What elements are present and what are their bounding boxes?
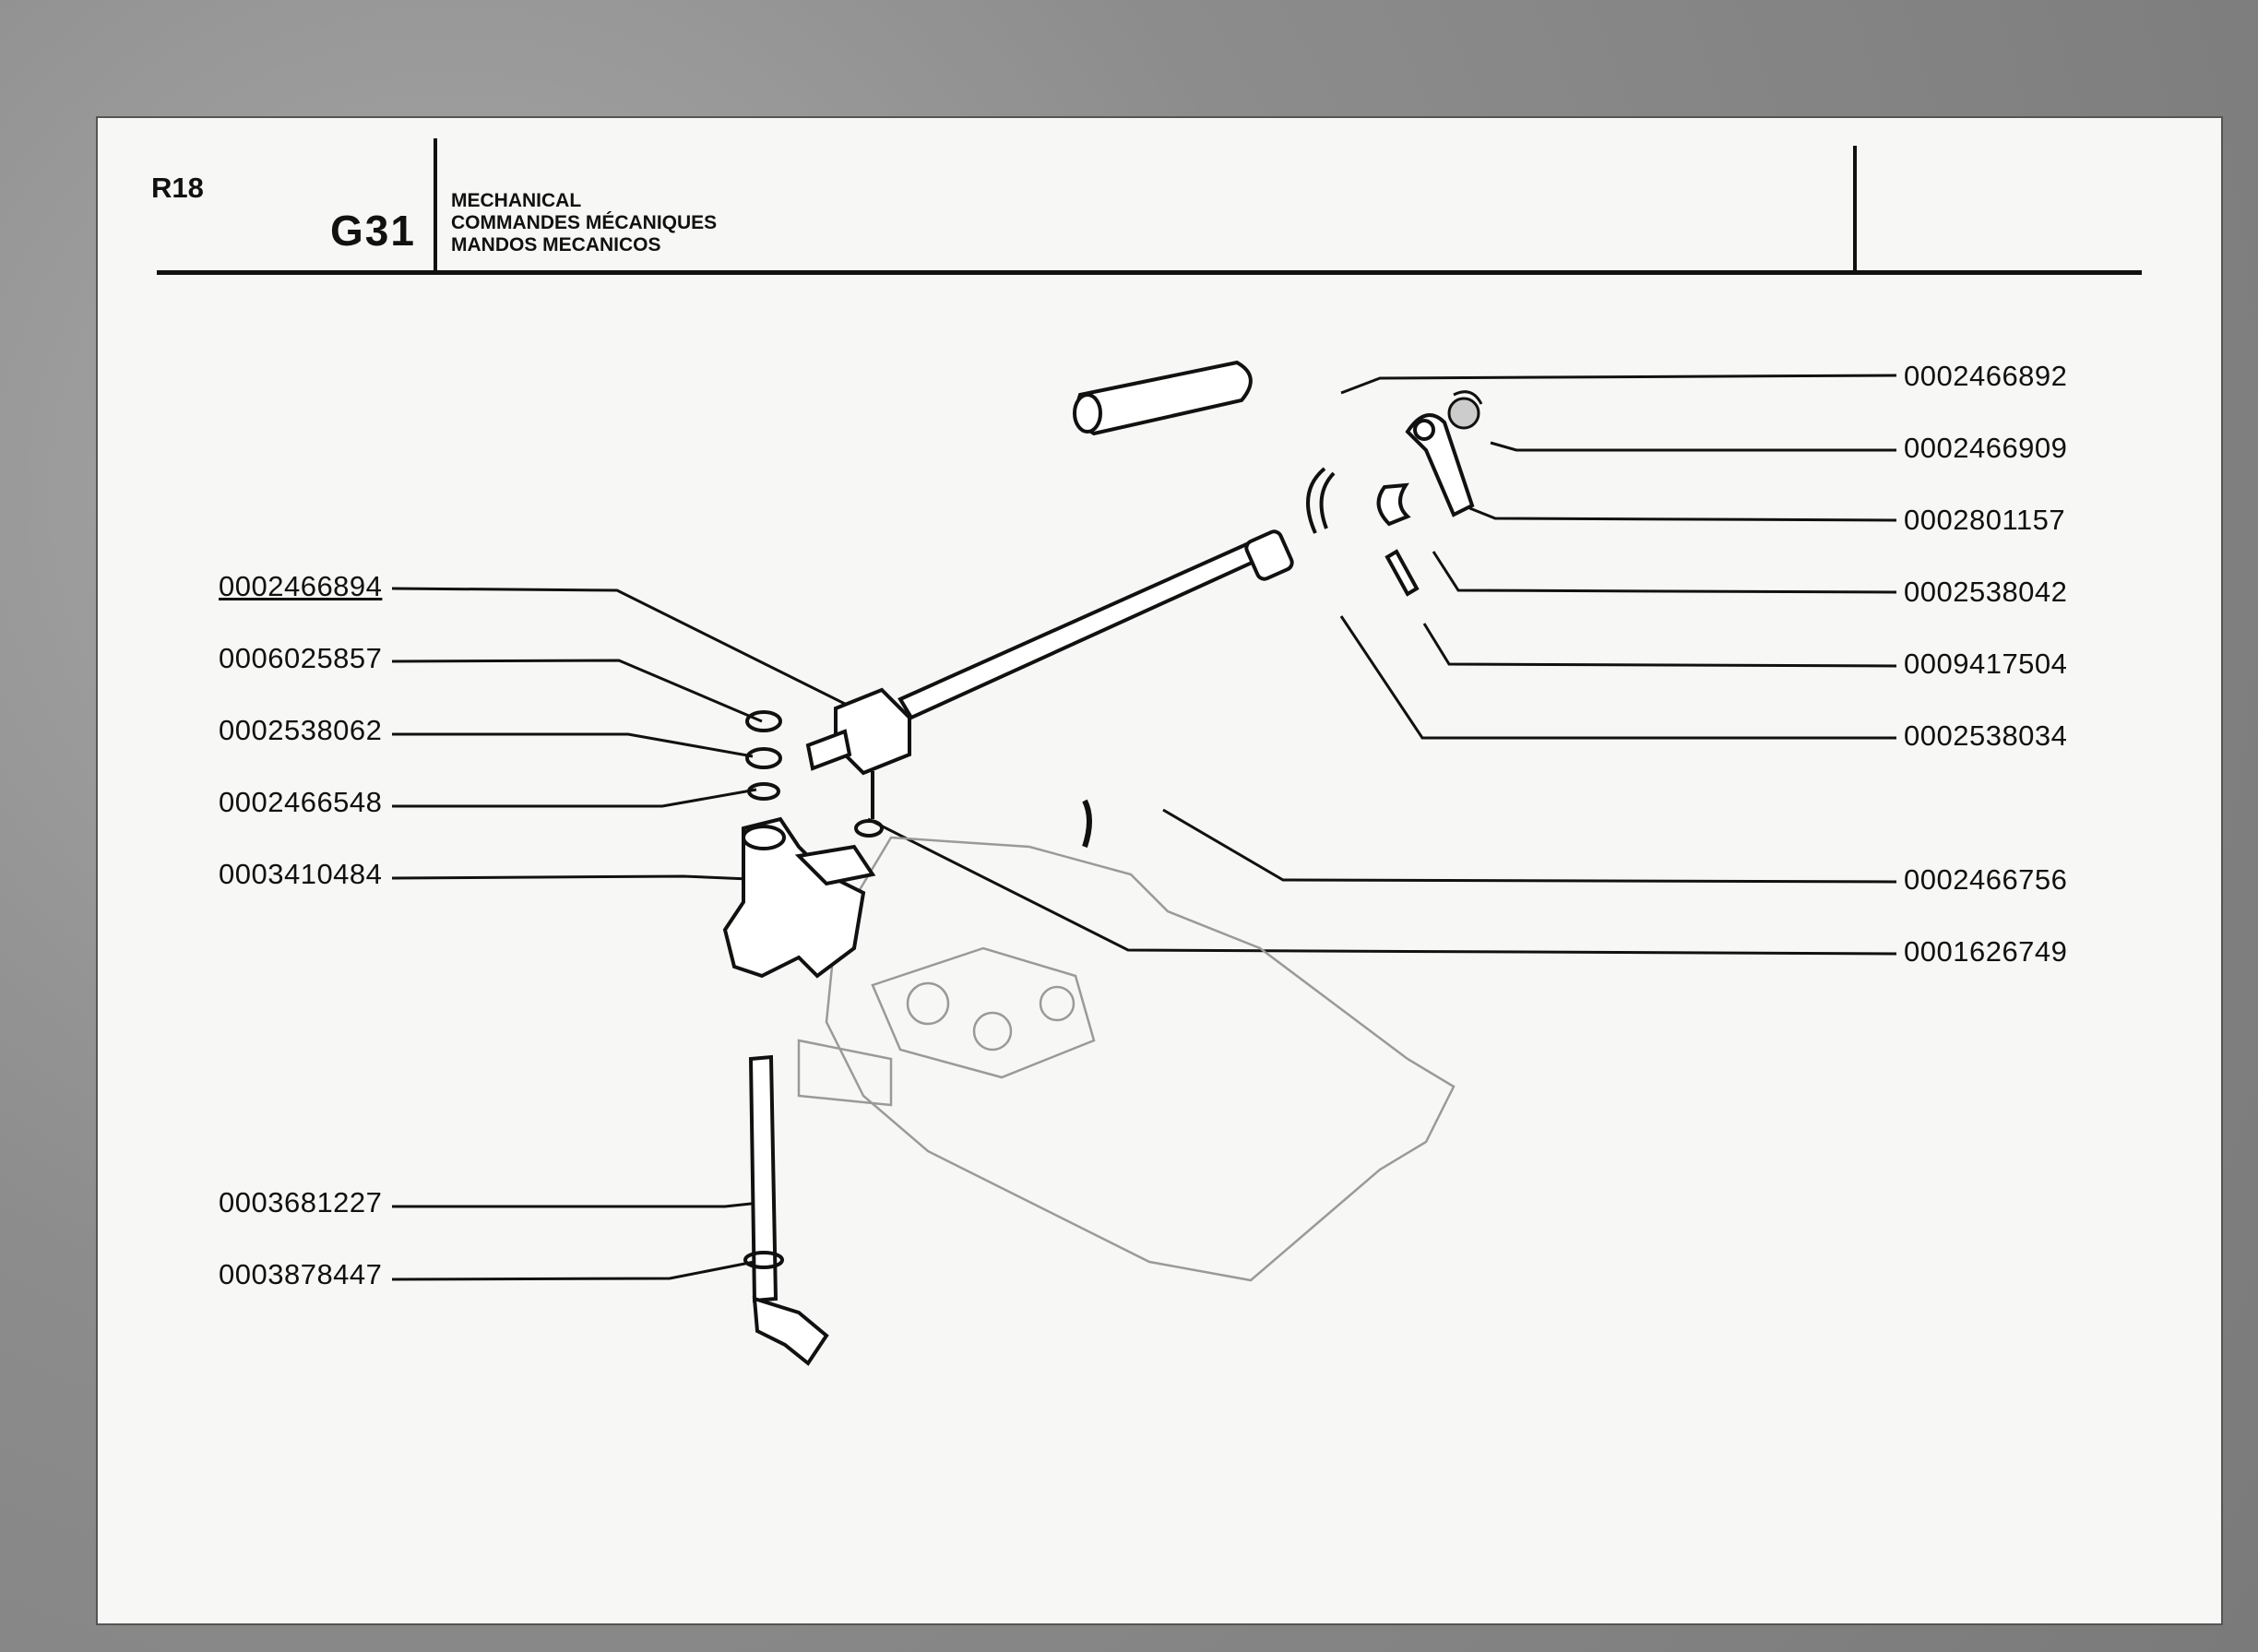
part-number-label: 0006025857	[219, 642, 383, 674]
part-number-label: 0002466548	[219, 786, 383, 818]
part-number-label: 0002538042	[1904, 576, 2068, 608]
lever-bracket	[1405, 413, 1475, 517]
lever-knob	[1073, 360, 1253, 436]
part-number-label: 0002466909	[1904, 432, 2068, 464]
part-number-label: 0003410484	[219, 858, 383, 890]
selector-shaft	[743, 1054, 829, 1366]
part-number-label: 0003681227	[219, 1186, 383, 1218]
clips-washers	[745, 710, 1092, 848]
part-number-label: 0002466894	[219, 570, 383, 602]
part-number-label: 0009417504	[1904, 648, 2068, 680]
header-divider-left	[434, 138, 437, 273]
lever-bushings	[1306, 467, 1420, 597]
title-english: MECHANICAL	[451, 190, 582, 211]
rod-end-block	[805, 687, 911, 819]
exploded-view-drawing	[391, 360, 1897, 1366]
header-rule	[157, 270, 2142, 275]
model-code: R18	[151, 172, 204, 204]
part-number-label: 0002466892	[1904, 360, 2068, 392]
gearbox-housing	[797, 836, 1456, 1282]
part-number-label: 0002466756	[1904, 863, 2068, 896]
part-number-label: 0002538034	[1904, 719, 2068, 752]
leader-lines	[391, 374, 1897, 1281]
header-divider-right	[1853, 146, 1857, 273]
selector-housing	[722, 816, 876, 979]
group-code: G31	[330, 207, 416, 255]
part-number-label: 0001626749	[1904, 935, 2068, 968]
part-number-label: 0002801157	[1904, 504, 2066, 536]
part-number-label: 0003878447	[219, 1258, 383, 1290]
shift-rod	[897, 529, 1294, 720]
part-number-label: 0002538062	[219, 714, 383, 746]
catalog-sheet: R18 G31 MECHANICAL COMMANDES MÉCANIQUES …	[98, 118, 2221, 1623]
title-spanish: MANDOS MECANICOS	[451, 234, 661, 256]
title-french: COMMANDES MÉCANIQUES	[451, 212, 718, 233]
lever-spring	[1447, 390, 1483, 430]
